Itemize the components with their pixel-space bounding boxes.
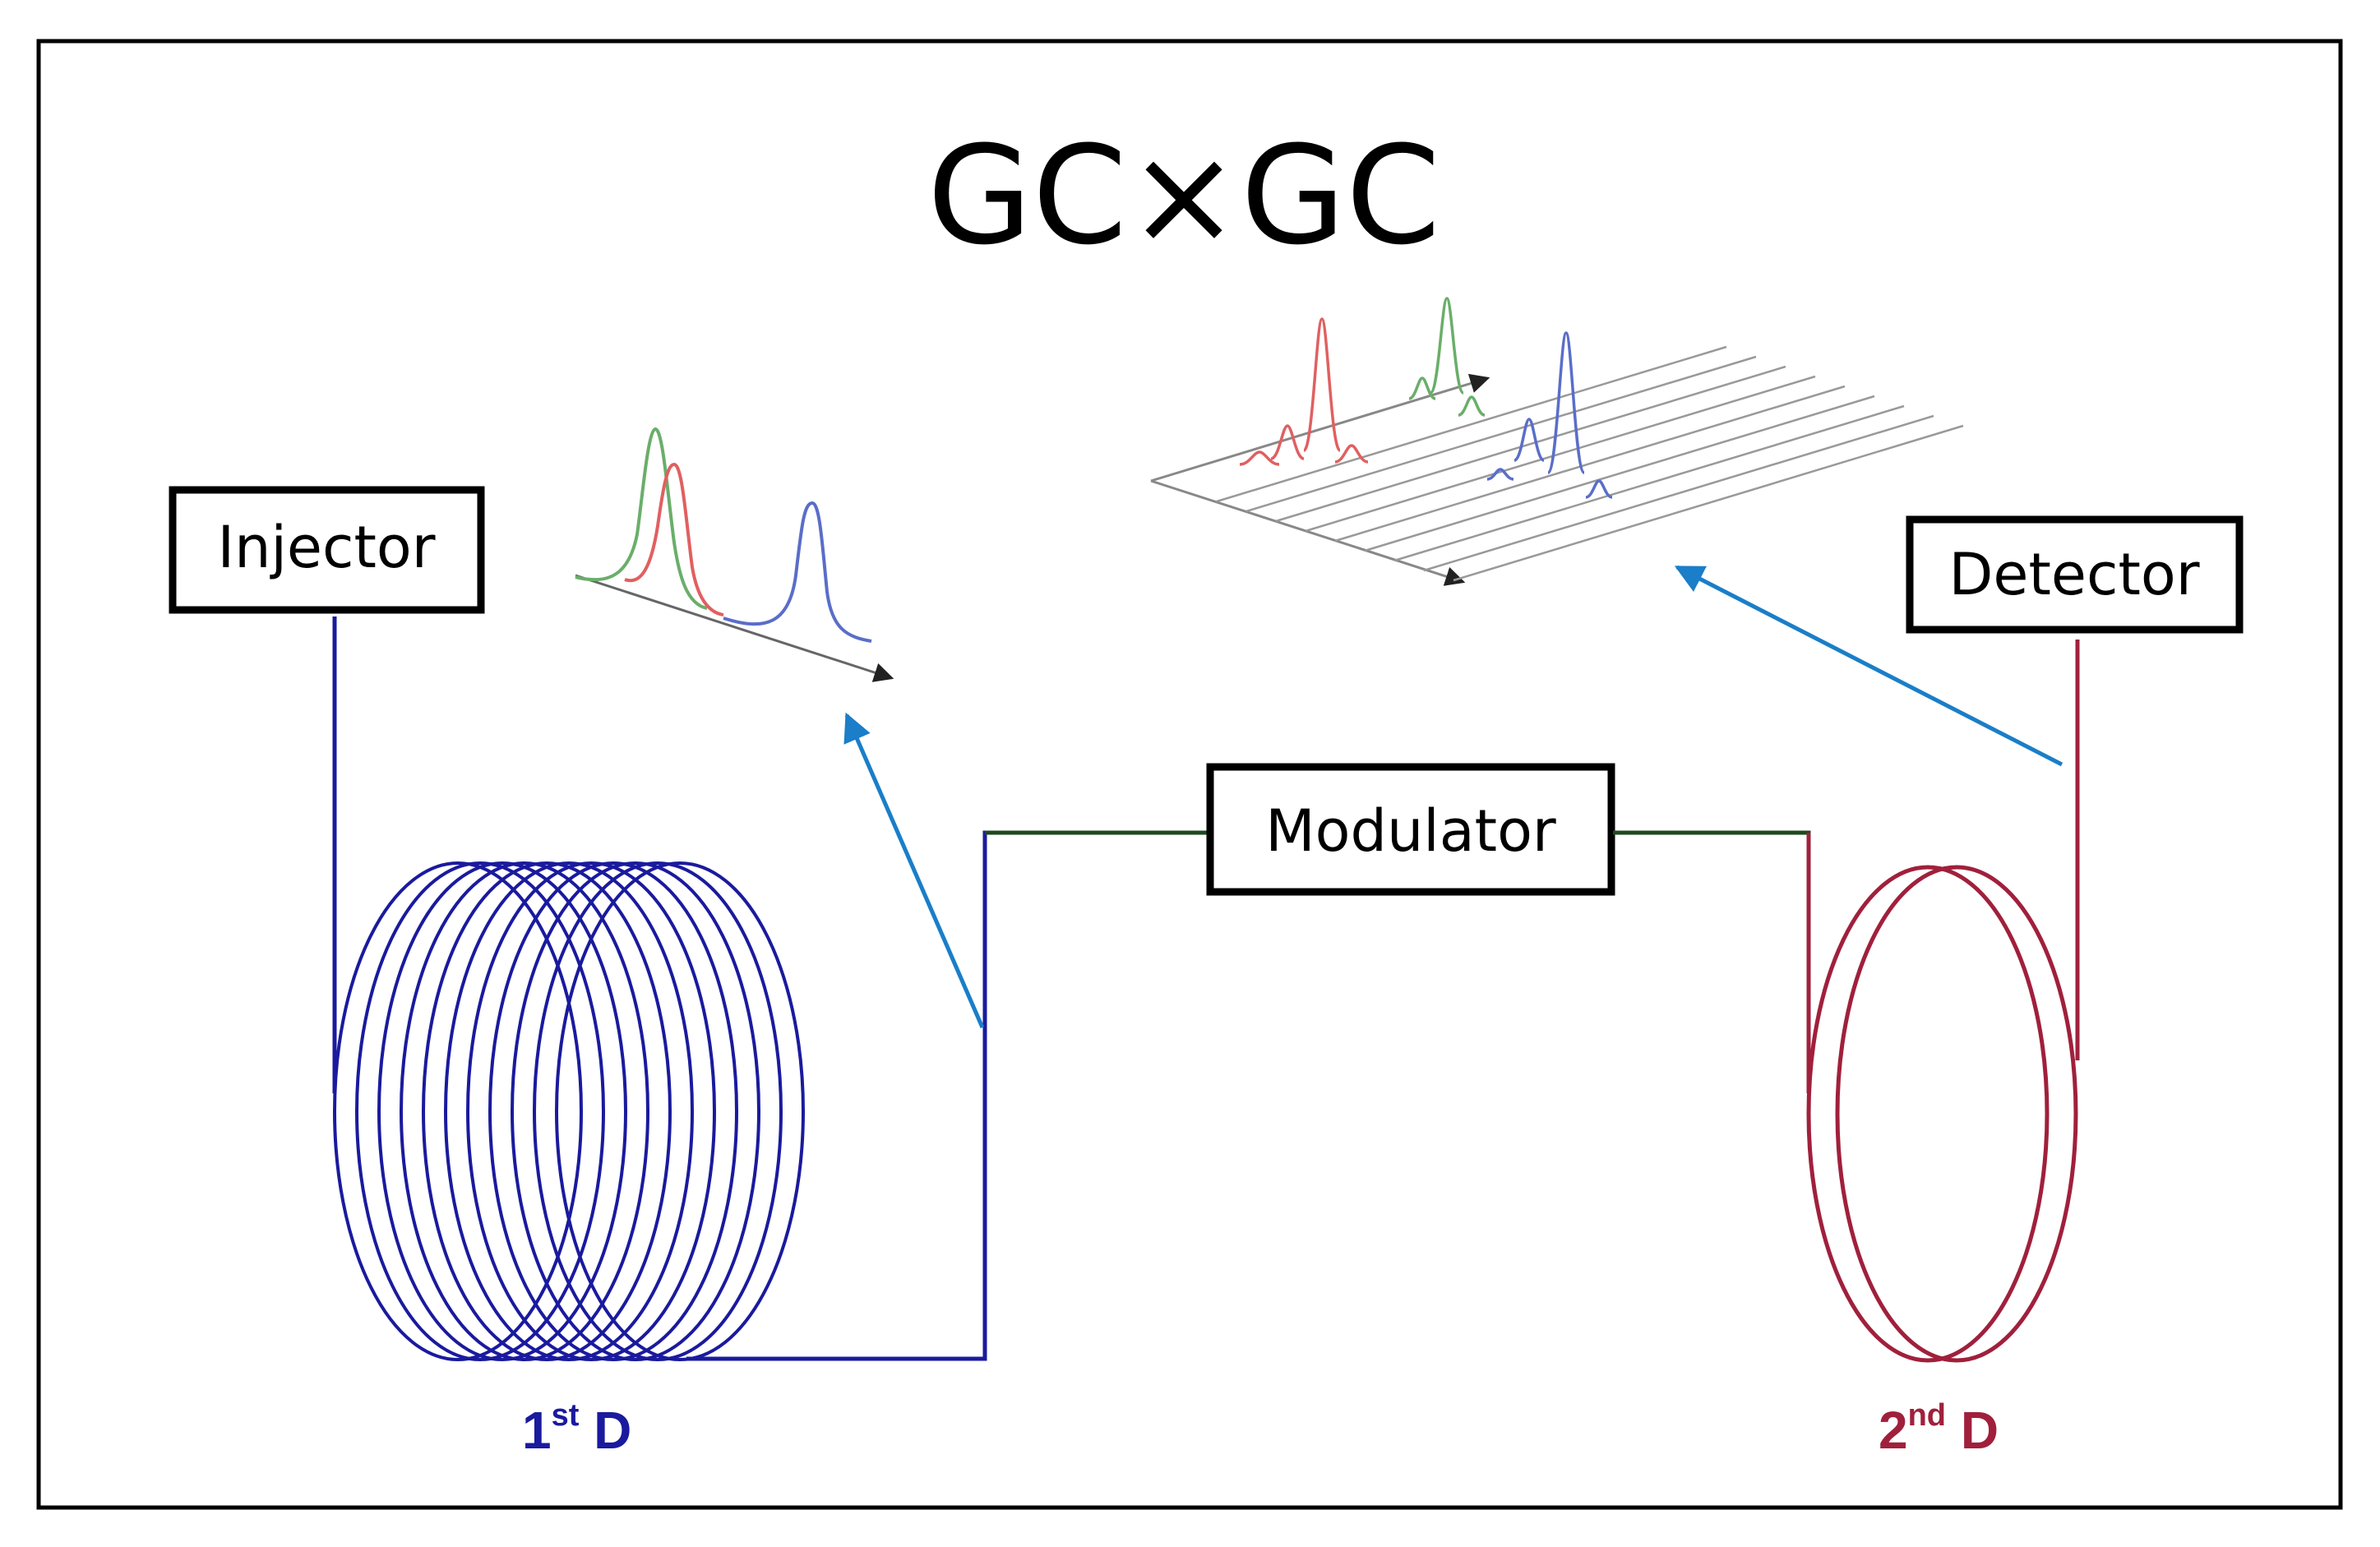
second-dimension-label: 2nd D — [1879, 1398, 1999, 1460]
chrom2d-peak — [1429, 297, 1465, 395]
chrom2d-axis — [1150, 373, 1490, 483]
chromatogram-1d-icon — [575, 427, 894, 682]
first-dimension-suffix: st — [552, 1398, 580, 1433]
chrom2d-baseline — [1364, 395, 1875, 552]
coil-loop — [422, 861, 672, 1361]
chrom2d-baseline — [1334, 385, 1846, 543]
detector-label: Detector — [1948, 541, 2199, 608]
second-column-coil — [1806, 865, 2078, 1363]
first-dimension-number: 1 — [522, 1401, 552, 1460]
coil-loop — [355, 861, 605, 1361]
coil-loop — [555, 861, 805, 1361]
coil-loop — [488, 861, 738, 1361]
chrom2d-baseline — [1393, 404, 1905, 562]
chromatogram-2d-icon — [1150, 297, 1964, 586]
chrom2d-peak — [1546, 331, 1586, 474]
detector-box: Detector — [1906, 515, 2244, 634]
second-dimension-letter: D — [1946, 1401, 1999, 1460]
modulator-label: Modulator — [1265, 797, 1556, 865]
chrom2d-peak — [1513, 418, 1545, 462]
coil-loop — [533, 861, 783, 1361]
first-dimension-letter: D — [579, 1401, 631, 1460]
chrom2d-baseline — [1216, 345, 1727, 503]
chrom2d-peak — [1270, 424, 1305, 460]
first-column-outlet-line — [686, 830, 1208, 1361]
diagram-title: GC×GC — [927, 117, 1440, 275]
coil-loop — [466, 861, 716, 1361]
first-column-coil — [333, 861, 805, 1361]
chrom2d-baseline — [1275, 365, 1786, 523]
coil-loop — [400, 861, 649, 1361]
chrom2d-peak — [1302, 317, 1342, 452]
transfer-line-right — [1613, 830, 1811, 1093]
chrom2d-baseline — [1453, 424, 1964, 582]
chrom2d-baseline — [1423, 414, 1934, 572]
modulator-box: Modulator — [1206, 763, 1615, 896]
arrow-icon — [843, 712, 985, 1028]
arrow-icon — [1674, 565, 2063, 767]
chrom2d-peak — [1239, 450, 1280, 466]
injector-label: Injector — [217, 514, 435, 581]
first-dimension-label: 1st D — [522, 1398, 631, 1460]
coil-loop — [333, 861, 583, 1361]
second-dimension-number: 2 — [1879, 1401, 1908, 1460]
chrom2d-baseline — [1305, 375, 1816, 533]
chrom2d-peak — [1458, 395, 1486, 417]
chrom2d-peak — [1486, 468, 1514, 481]
chrom2d-peak — [1585, 479, 1613, 499]
second-dimension-suffix: nd — [1908, 1398, 1946, 1433]
coil-loop — [377, 861, 627, 1361]
chrom2d-peak — [1334, 444, 1369, 464]
coil-loop — [511, 861, 760, 1361]
injector-box: Injector — [169, 486, 485, 614]
outer-frame — [36, 39, 2343, 1510]
chrom2d-peak — [1408, 376, 1436, 400]
chrom2d-baseline — [1245, 355, 1757, 513]
coil-loop — [444, 861, 694, 1361]
